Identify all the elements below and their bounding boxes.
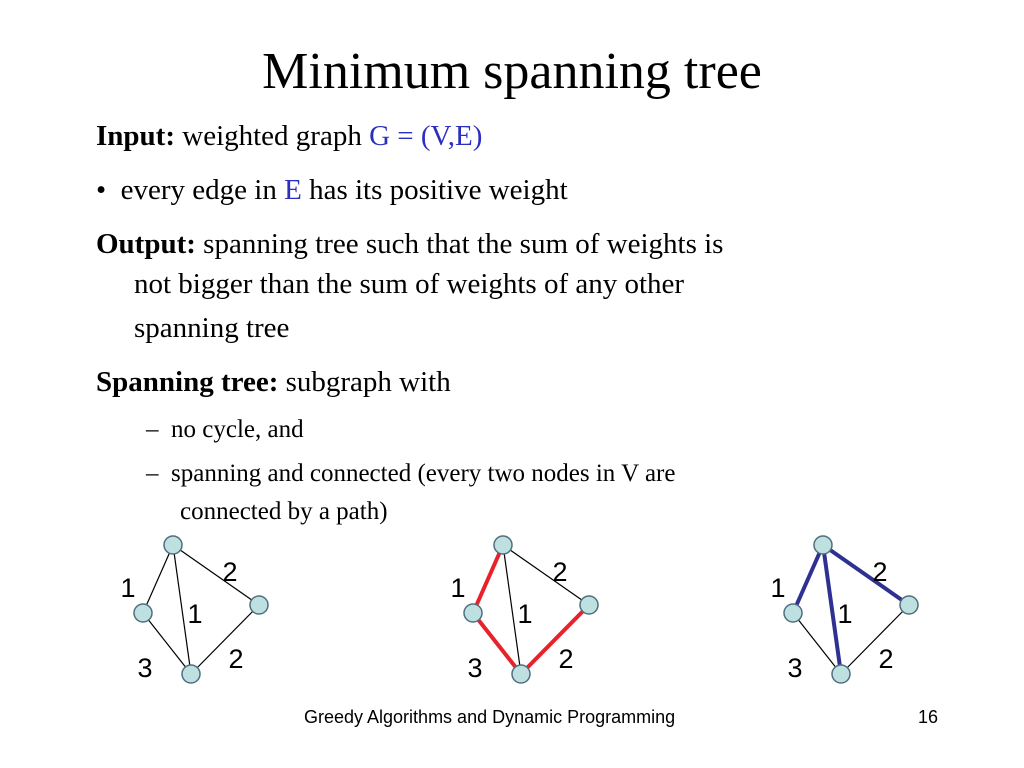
- edge-weight-right-bottom: 2: [878, 644, 893, 674]
- edge-weight-left-top: 1: [120, 573, 135, 603]
- node-right: [249, 595, 269, 615]
- node-left: [463, 603, 483, 623]
- input-line: Input: weighted graph G = (V,E): [96, 118, 482, 154]
- spanning-tree-label: Spanning tree:: [96, 366, 279, 398]
- node-top: [163, 535, 183, 555]
- sub-bullet-connected-cont: connected by a path): [180, 498, 388, 525]
- edge-right-bottom: [840, 604, 910, 675]
- node-top: [813, 535, 833, 555]
- bullet-edge-weights: • every edge in E has its positive weigh…: [96, 172, 568, 208]
- input-label: Input:: [96, 120, 175, 152]
- edge-weight-right-top: 2: [552, 557, 567, 587]
- bullet-edge-set: E: [284, 174, 302, 206]
- edge-left-top: [471, 544, 505, 614]
- edge-weight-diagonal: 1: [517, 599, 532, 629]
- bullet-text-post: has its positive weight: [309, 174, 568, 206]
- spanning-tree-line: Spanning tree: subgraph with: [96, 364, 451, 400]
- node-left: [133, 603, 153, 623]
- node-bottom: [831, 664, 851, 684]
- dash-marker: –: [146, 416, 159, 443]
- edge-left-bottom: [471, 611, 523, 676]
- node-right: [899, 595, 919, 615]
- edge-diagonal: [172, 544, 192, 675]
- edge-weight-left-top: 1: [450, 573, 465, 603]
- edge-weight-left-top: 1: [770, 573, 785, 603]
- input-text: weighted graph: [182, 120, 362, 152]
- output-text-1: spanning tree such that the sum of weigh…: [203, 228, 724, 260]
- dash-marker: –: [146, 460, 159, 487]
- edge-left-top: [142, 544, 174, 614]
- edge-diagonal: [502, 544, 522, 675]
- input-graph: G = (V,E): [369, 120, 483, 152]
- output-line-3: spanning tree: [134, 312, 290, 344]
- edge-weight-right-bottom: 2: [558, 644, 573, 674]
- output-line-1: Output: spanning tree such that the sum …: [96, 226, 723, 262]
- edge-left-bottom: [142, 612, 192, 675]
- edge-weight-right-top: 2: [222, 557, 237, 587]
- node-left: [783, 603, 803, 623]
- output-line-2: not bigger than the sum of weights of an…: [134, 268, 685, 300]
- bullet-text-pre: every edge in: [120, 174, 277, 206]
- spanning-tree-text: subgraph with: [285, 366, 451, 398]
- edge-weight-right-bottom: 2: [228, 644, 243, 674]
- sub-bullet-text: no cycle, and: [171, 416, 304, 443]
- edge-weight-right-top: 2: [872, 557, 887, 587]
- slide-title: Minimum spanning tree: [262, 43, 762, 100]
- edge-right-top: [502, 544, 590, 606]
- sub-bullet-connected: – spanning and connected (every two node…: [146, 458, 675, 490]
- edge-diagonal: [821, 544, 843, 675]
- bullet-marker: •: [96, 174, 107, 206]
- edge-weight-diagonal: 1: [837, 599, 852, 629]
- page-number: 16: [918, 707, 939, 727]
- edge-weight-left-bottom: 3: [467, 653, 482, 683]
- edge-weight-left-bottom: 3: [137, 653, 152, 683]
- edge-right-top: [821, 543, 911, 607]
- sub-bullet-text: spanning and connected (every two nodes …: [171, 460, 676, 487]
- sub-bullet-no-cycle: – no cycle, and: [146, 414, 304, 446]
- node-top: [493, 535, 513, 555]
- node-bottom: [511, 664, 531, 684]
- edge-weight-diagonal: 1: [187, 599, 202, 629]
- footer-text: Greedy Algorithms and Dynamic Programmin…: [304, 707, 676, 727]
- edge-left-bottom: [792, 612, 842, 675]
- node-right: [579, 595, 599, 615]
- edge-weight-left-bottom: 3: [787, 653, 802, 683]
- node-bottom: [181, 664, 201, 684]
- output-label: Output:: [96, 228, 196, 260]
- edge-right-bottom: [519, 603, 591, 676]
- edge-right-top: [172, 544, 260, 606]
- edge-left-top: [791, 544, 825, 614]
- edge-right-bottom: [190, 604, 260, 675]
